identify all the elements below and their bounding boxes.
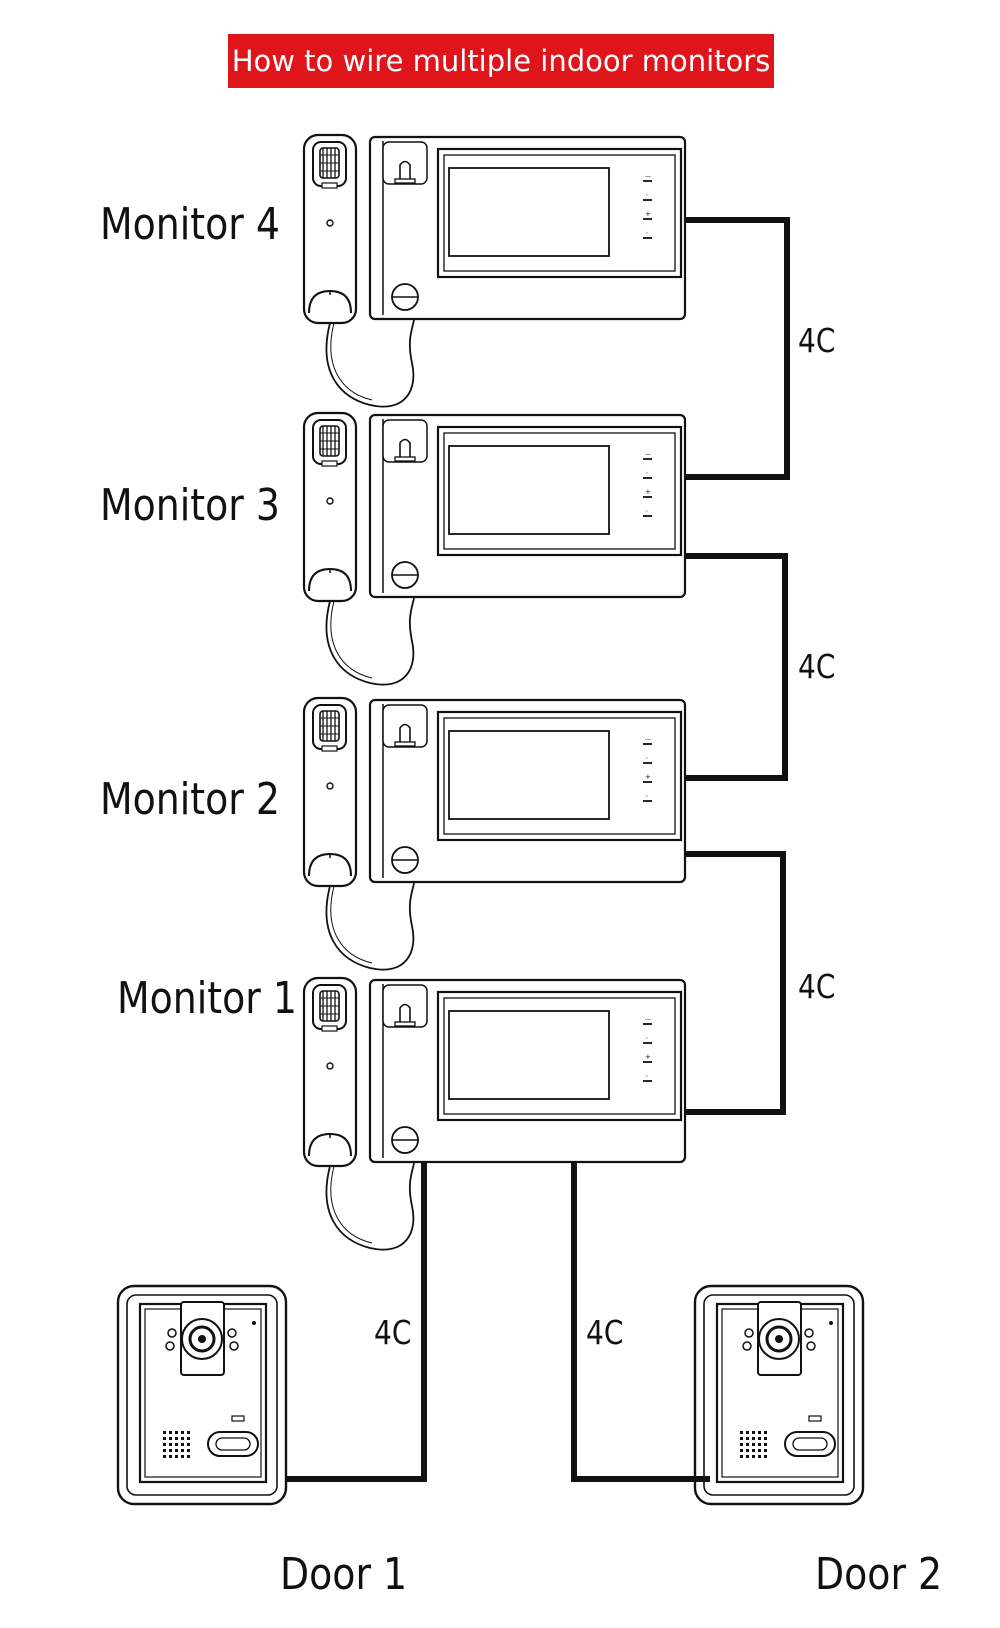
monitor-2-unit [302,696,687,971]
door-1-unit [116,1284,288,1506]
wire-monitor1-door2 [571,1163,710,1482]
wire-monitor3-monitor2 [685,553,788,781]
door-1-label: Door 1 [280,1549,408,1600]
door-2-label: Door 2 [815,1549,943,1600]
diagram-title: How to wire multiple indoor monitors [228,34,774,88]
monitor-4-unit [302,133,687,408]
monitor-4-label: Monitor 4 [100,199,280,250]
wire-label-monitor4-monitor3: 4C [798,321,836,360]
door-2-unit [693,1284,865,1506]
wire-label-monitor2-monitor1: 4C [798,967,836,1006]
monitor-2-label: Monitor 2 [100,774,280,825]
monitor-1-label: Monitor 1 [117,973,297,1024]
wire-label-monitor3-monitor2: 4C [798,647,836,686]
wire-monitor2-monitor1 [685,851,786,1115]
wire-monitor1-door1 [286,1163,427,1482]
wire-label-door2: 4C [586,1313,624,1352]
monitor-1-unit [302,976,687,1251]
wire-label-door1: 4C [374,1313,412,1352]
monitor-3-label: Monitor 3 [100,480,280,531]
wire-monitor4-monitor3 [685,217,790,480]
monitor-3-unit [302,411,687,686]
